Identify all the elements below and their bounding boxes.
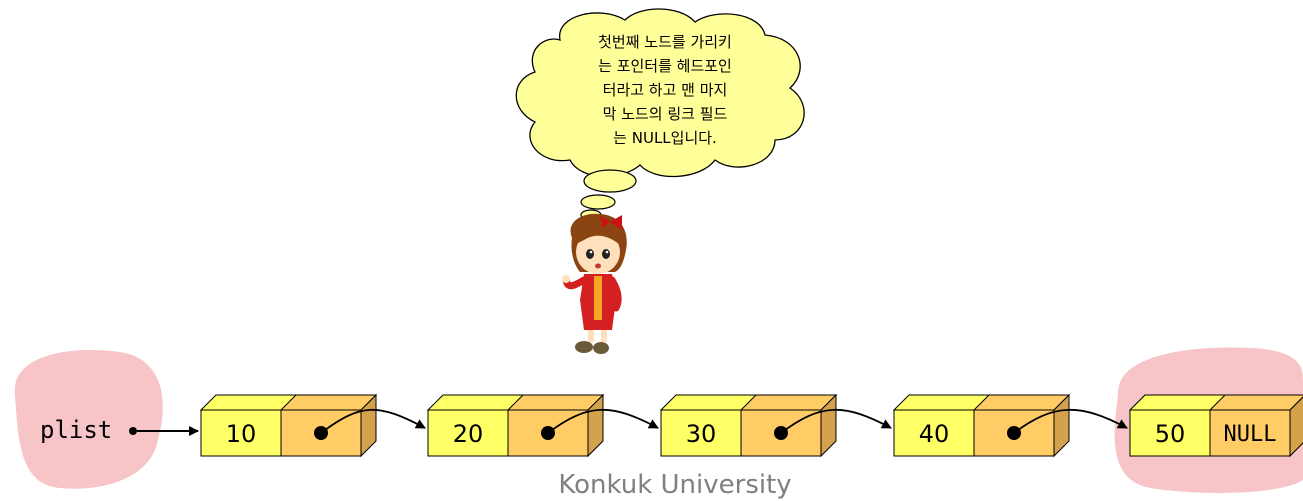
node-link-field	[740, 409, 822, 457]
node-data-field	[200, 409, 282, 457]
node-data-value: 40	[919, 420, 950, 448]
node-link-arrow	[1013, 408, 1128, 434]
callout-line-4: 막 노드의 링크 필드	[603, 105, 728, 123]
callout-line-5: 는 NULL입니다.	[613, 129, 717, 147]
thought-cloud	[515, 8, 805, 221]
head-pointer-dot	[129, 427, 137, 435]
callout-line-2: 는 포인터를 헤드포인	[598, 57, 732, 75]
node-list: 10 20 30 40 50 NULL	[199, 393, 1303, 458]
node-top-face-link	[1208, 394, 1303, 411]
node-top-face-link	[506, 394, 605, 411]
node-top-face-link	[279, 394, 378, 411]
node-data-field	[893, 409, 975, 457]
node-data-value: 20	[453, 420, 484, 448]
node-data-field	[1129, 409, 1211, 457]
node-data-field	[660, 409, 742, 457]
node-top-face-link	[972, 394, 1071, 411]
node-link-arrow	[320, 408, 426, 434]
head-pointer-label: plist	[40, 416, 112, 444]
node-link-field	[1209, 409, 1291, 457]
node-link-arrow	[547, 408, 659, 434]
head-highlight-blob	[14, 349, 163, 489]
node-data-value: 30	[686, 420, 717, 448]
node-link-arrow	[780, 408, 892, 434]
callout-line-1: 첫번째 노드를 가리키	[598, 33, 732, 51]
node-link-null: NULL	[1224, 422, 1277, 447]
node-data-value: 50	[1155, 420, 1186, 448]
callout-line-3: 터라고 하고 맨 마지	[603, 81, 728, 99]
girl-character-icon	[562, 213, 627, 354]
footer-university: Konkuk University	[558, 470, 791, 500]
node-top-face-link	[739, 394, 838, 411]
node-data-field	[427, 409, 509, 457]
node-data-value: 10	[226, 420, 257, 448]
